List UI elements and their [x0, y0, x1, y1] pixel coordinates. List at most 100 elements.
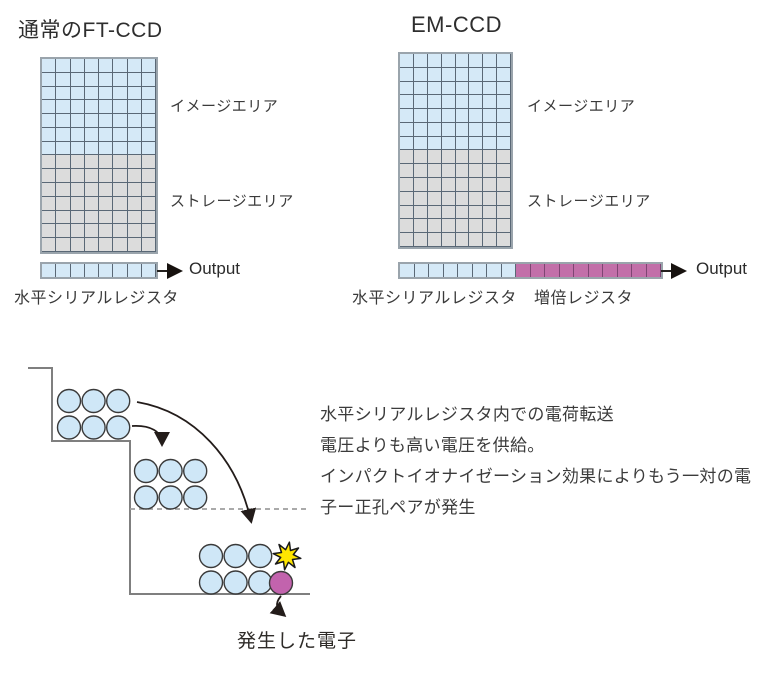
- long-transfer-arrow: [136, 401, 257, 524]
- storage-area-cell: [113, 238, 128, 252]
- electron-circle: [223, 543, 248, 569]
- storage-area-cell: [441, 178, 456, 192]
- image-area-cell: [427, 109, 442, 123]
- image-area-cell: [483, 136, 498, 151]
- image-area-cell: [56, 100, 71, 115]
- serial-register-cell: [70, 264, 85, 277]
- ft-ccd-storage-area-label: ストレージエリア: [170, 193, 294, 210]
- storage-area-cell: [127, 196, 142, 211]
- image-area-cell: [400, 67, 414, 82]
- arrow-shaft: [157, 269, 167, 272]
- storage-area-cell: [127, 238, 142, 252]
- image-area-cell: [413, 67, 428, 82]
- storage-area-cell: [469, 191, 484, 206]
- image-area-cell: [497, 109, 511, 123]
- storage-area-cell: [99, 238, 114, 252]
- storage-area-cell: [413, 191, 428, 206]
- image-area-cell: [42, 86, 57, 101]
- electron-circle: [198, 570, 224, 595]
- image-area-cell: [70, 114, 85, 128]
- image-area-cell: [413, 54, 428, 68]
- explanation-line-2: 電圧よりも高い電圧を供給。: [320, 436, 545, 455]
- gain-register-cell: [588, 264, 603, 277]
- image-area-cell: [113, 59, 128, 73]
- image-area-cell: [99, 59, 114, 73]
- electron-group-lower: [198, 543, 273, 595]
- image-area-cell: [400, 81, 414, 96]
- electron-circle: [182, 485, 208, 510]
- image-area-cell: [497, 122, 511, 137]
- storage-area-cell: [413, 178, 428, 192]
- storage-area-cell: [99, 210, 114, 225]
- image-area-cell: [455, 109, 470, 123]
- image-area-cell: [99, 100, 114, 115]
- image-area-cell: [413, 95, 428, 110]
- image-area-cell: [441, 109, 456, 123]
- storage-area-cell: [70, 210, 85, 225]
- image-area-cell: [127, 114, 142, 128]
- image-area-cell: [483, 54, 498, 68]
- ft-ccd-serial-register: [40, 262, 158, 279]
- image-area-cell: [497, 81, 511, 96]
- storage-area-cell: [497, 205, 511, 220]
- serial-register-cell: [487, 264, 502, 277]
- storage-area-cell: [127, 155, 142, 170]
- image-area-cell: [70, 141, 85, 156]
- storage-area-cell: [56, 224, 71, 239]
- image-area-cell: [56, 59, 71, 73]
- serial-register-cell: [501, 264, 516, 277]
- storage-area-cell: [483, 219, 498, 234]
- image-area-cell: [400, 95, 414, 110]
- explanation-line-1: 水平シリアルレジスタ内での電荷転送: [320, 405, 614, 424]
- storage-area-cell: [497, 164, 511, 179]
- electron-circle: [81, 415, 106, 440]
- electron-circle: [223, 570, 248, 595]
- electron-circle: [247, 570, 273, 595]
- charge-transfer-diagram: [28, 367, 310, 617]
- image-area-cell: [497, 136, 511, 151]
- storage-area-cell: [99, 155, 114, 170]
- gain-register-cell: [545, 264, 560, 277]
- image-area-cell: [127, 86, 142, 101]
- storage-area-cell: [427, 178, 442, 192]
- storage-area-cell: [56, 169, 71, 184]
- storage-area-cell: [42, 183, 57, 197]
- storage-area-cell: [141, 169, 156, 184]
- storage-area-cell: [42, 224, 57, 239]
- image-area-cell: [469, 54, 484, 68]
- image-area-cell: [469, 81, 484, 96]
- serial-register-cell: [127, 264, 142, 277]
- storage-area-cell: [113, 169, 128, 184]
- image-area-cell: [455, 95, 470, 110]
- image-area-cell: [427, 54, 442, 68]
- storage-area-cell: [84, 196, 99, 211]
- image-area-cell: [99, 72, 114, 87]
- storage-area-cell: [141, 196, 156, 211]
- storage-area-cell: [42, 210, 57, 225]
- storage-area-cell: [413, 164, 428, 179]
- image-area-cell: [113, 127, 128, 142]
- image-area-cell: [427, 67, 442, 82]
- storage-area-cell: [84, 155, 99, 170]
- image-area-cell: [56, 141, 71, 156]
- image-area-cell: [483, 81, 498, 96]
- image-area-cell: [455, 81, 470, 96]
- storage-area-cell: [99, 183, 114, 197]
- storage-area-cell: [70, 155, 85, 170]
- storage-area-cell: [441, 205, 456, 220]
- image-area-cell: [427, 81, 442, 96]
- image-area-cell: [441, 54, 456, 68]
- electron-group-middle: [133, 458, 208, 510]
- storage-area-cell: [141, 210, 156, 225]
- explanation-line-4: 子ー正孔ペアが発生: [320, 498, 476, 517]
- em-ccd-register-label: 水平シリアルレジスタ: [352, 290, 517, 307]
- storage-area-cell: [483, 191, 498, 206]
- em-ccd-grid: [398, 52, 513, 249]
- storage-area-cell: [497, 191, 511, 206]
- storage-area-cell: [400, 219, 414, 234]
- image-area-cell: [455, 122, 470, 137]
- electron-circle: [105, 415, 131, 440]
- storage-area-cell: [70, 183, 85, 197]
- storage-area-cell: [56, 196, 71, 211]
- electron-group-upper: [56, 388, 131, 440]
